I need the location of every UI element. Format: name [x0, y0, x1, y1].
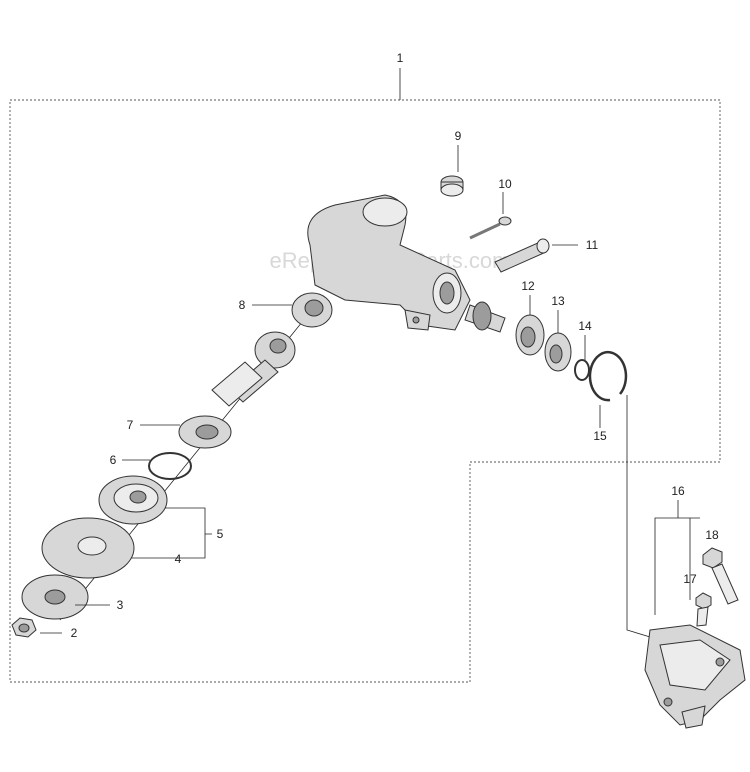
callout-11: 11	[586, 238, 599, 252]
callout-17: 17	[683, 572, 697, 586]
gear-housing	[307, 194, 471, 331]
part-10-screw	[469, 216, 512, 240]
part-16-cover	[644, 624, 746, 729]
part-18-bolt	[702, 547, 739, 605]
callout-1: 1	[397, 51, 404, 65]
callout-leader-5	[120, 507, 212, 559]
callout-leader-16	[654, 500, 700, 615]
part-7-bearing	[178, 415, 232, 449]
callout-13: 13	[551, 294, 565, 308]
callout-15: 15	[593, 429, 607, 443]
part-15-circlip	[588, 350, 628, 402]
callout-18: 18	[705, 528, 719, 542]
part-14-ring	[574, 359, 590, 381]
part-3-cup	[21, 574, 89, 620]
part-2-nut	[11, 617, 37, 638]
part-6-ring	[148, 452, 192, 480]
callout-9: 9	[455, 129, 462, 143]
callout-2: 2	[71, 626, 78, 640]
part-8-bearing	[291, 292, 333, 328]
part-17-bolt	[695, 592, 712, 627]
callout-10: 10	[498, 177, 512, 191]
callout-3: 3	[117, 598, 124, 612]
part-4-washer	[41, 517, 135, 579]
callout-16: 16	[671, 484, 685, 498]
part-9-plug	[440, 175, 464, 197]
assembly-boundary	[9, 99, 721, 683]
callout-6: 6	[110, 453, 117, 467]
callout-12: 12	[521, 279, 535, 293]
callout-7: 7	[127, 418, 134, 432]
callout-4: 4	[175, 552, 182, 566]
part-5-flange	[98, 475, 168, 525]
part-13-bearing	[544, 332, 572, 372]
pinion-shaft	[464, 301, 506, 333]
callout-8: 8	[239, 298, 246, 312]
part-11-bolt	[494, 238, 550, 273]
callout-5: 5	[217, 527, 224, 541]
part-12-bearing	[515, 314, 545, 356]
callout-14: 14	[578, 319, 592, 333]
bevel-gear-spindle	[211, 331, 296, 407]
